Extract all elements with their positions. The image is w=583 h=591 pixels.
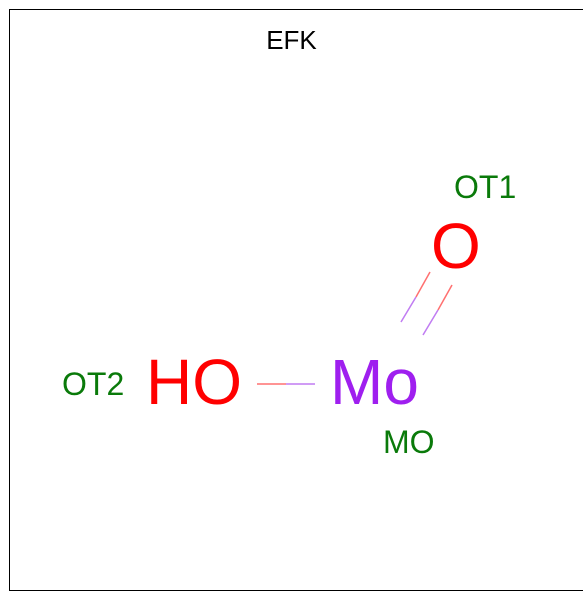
atom-ot1-symbol: O [431,210,481,282]
atom-mo-name: MO [383,424,435,460]
diagram-frame [9,9,583,591]
atom-mo-symbol: Mo [330,346,419,418]
atom-ot2-symbol: HO [146,346,242,418]
bond-ot1-mo-line-1-oxygen-half [415,271,431,298]
diagram-title: EFK [266,25,317,55]
atom-ot2-name: OT2 [62,366,125,402]
bond-ot1-mo-line-2-oxygen-half [437,284,453,311]
bond-ot1-mo-line-1-molybdenum-half [400,296,417,323]
atom-ot1-name: OT1 [454,169,517,205]
bond-ot1-mo-line-2-molybdenum-half [422,309,439,336]
